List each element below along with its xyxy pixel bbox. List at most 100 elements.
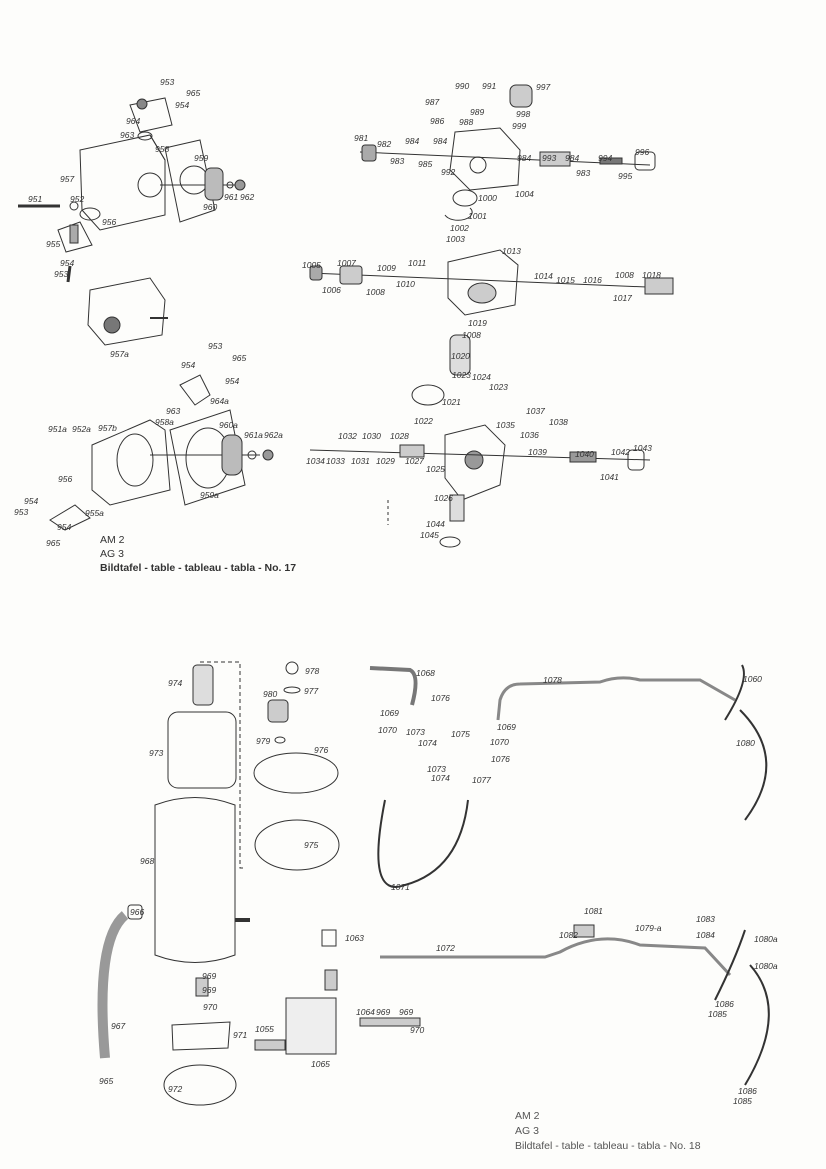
part-number-label: 969 [376,1007,391,1017]
part-number-label: 968 [140,856,155,866]
part-number-label: 1011 [408,258,427,268]
part-number-label: 971 [233,1030,248,1040]
part-number-label: 1064 [356,1007,375,1017]
part-number-label: 1044 [426,519,445,529]
part-number-label: 1075 [451,729,470,739]
part-number-label: 1085 [733,1096,752,1106]
valve-block-1025 [309,424,651,548]
part-number-label: 976 [314,745,329,755]
part-number-label: 993 [542,153,557,163]
plate-18-title: Bildtafel - table - tableau - tabla - No… [515,1140,701,1152]
part-number-label: 1072 [436,943,455,953]
part-number-label: 979 [256,736,271,746]
part-number-label: 955 [46,239,61,249]
oil-filter-assembly [97,661,340,1106]
part-number-label: 954 [60,258,75,268]
part-number-label: 1028 [390,431,409,441]
part-number-label: 962a [264,430,283,440]
part-number-label: 954 [181,360,196,370]
part-number-label: 958 [155,144,170,154]
part-number-label: 984 [517,153,532,163]
part-number-label: 970 [203,1002,218,1012]
gear-pump-957b [49,374,274,531]
part-number-label: 1010 [396,279,415,289]
part-number-label: 1083 [696,914,715,924]
part-number-label: 1086 [738,1086,757,1096]
part-number-label: 975 [304,840,319,850]
part-number-label: 961 [224,192,239,202]
part-number-label: 1006 [322,285,341,295]
part-number-label: 965 [186,88,201,98]
part-number-label: 957b [98,423,117,433]
part-number-label: 963 [166,406,181,416]
part-number-label: 1023 [489,382,508,392]
part-number-label: 964 [126,116,141,126]
part-number-label: 1078 [543,675,562,685]
gear-pump-957a [87,277,168,346]
part-number-label: 956 [102,217,117,227]
part-number-label: 978 [305,666,320,676]
part-number-label: 1076 [491,754,510,764]
part-number-label: 960 [203,202,218,212]
part-number-label: 1032 [338,431,357,441]
part-number-label: 1080 [736,738,755,748]
part-number-label: 1016 [583,275,602,285]
part-number-label: 992 [441,167,456,177]
part-number-label: 1068 [416,668,435,678]
part-number-label: 1042 [611,447,630,457]
part-number-label: 957a [110,349,129,359]
part-number-label: 986 [430,116,445,126]
part-number-label: 1080a [754,934,778,944]
part-number-label: 1030 [362,431,381,441]
valve-block-1013 [309,249,674,406]
part-number-label: 1002 [450,223,469,233]
part-number-label: 1025 [426,464,445,474]
part-number-label: 953 [14,507,29,517]
part-number-label: 967 [111,1021,126,1031]
part-number-label: 1040 [575,449,594,459]
part-number-label: 1084 [696,930,715,940]
part-number-label: 1026 [434,493,453,503]
part-number-label: 1079-a [635,923,662,933]
part-number-label: 1081 [584,906,603,916]
plate-17-model-am2: AM 2 [100,534,125,546]
part-number-label: 965 [232,353,247,363]
part-number-label: 1008 [462,330,481,340]
part-number-label: 977 [304,686,319,696]
part-number-label: 996 [635,147,650,157]
part-number-label: 983 [576,168,591,178]
part-number-label: 989 [470,107,485,117]
part-number-label: 984 [405,136,420,146]
part-number-label: 959 [194,153,209,163]
part-number-label: 1027 [405,456,424,466]
part-number-label: 981 [354,133,369,143]
part-number-label: 1074 [431,773,450,783]
part-number-label: 953 [54,269,69,279]
part-number-label: 974 [168,678,183,688]
part-number-label: 1085 [708,1009,727,1019]
part-number-label: 1017 [613,293,632,303]
part-number-label: 1063 [345,933,364,943]
part-number-label: 1080a [754,961,778,971]
part-number-label: 985 [418,159,433,169]
part-number-label: 952 [70,194,85,204]
part-number-label: 1033 [326,456,345,466]
part-number-label: 1013 [502,246,521,256]
part-number-label: 959a [200,490,219,500]
part-number-label: 961a [244,430,263,440]
part-number-label: 969 [202,985,217,995]
part-number-label: 1082 [559,930,578,940]
part-number-label: 1086 [715,999,734,1009]
part-number-label: 1029 [376,456,395,466]
part-number-label: 953 [160,77,175,87]
part-number-label: 1031 [351,456,370,466]
plate-17-title: Bildtafel - table - tableau - tabla - No… [100,562,297,574]
part-number-label: 1035 [496,420,515,430]
part-number-label: 963 [120,130,135,140]
part-number-label: 1069 [380,708,399,718]
part-number-label: 964a [210,396,229,406]
part-number-label: 987 [425,97,440,107]
part-number-label: 1024 [472,372,491,382]
